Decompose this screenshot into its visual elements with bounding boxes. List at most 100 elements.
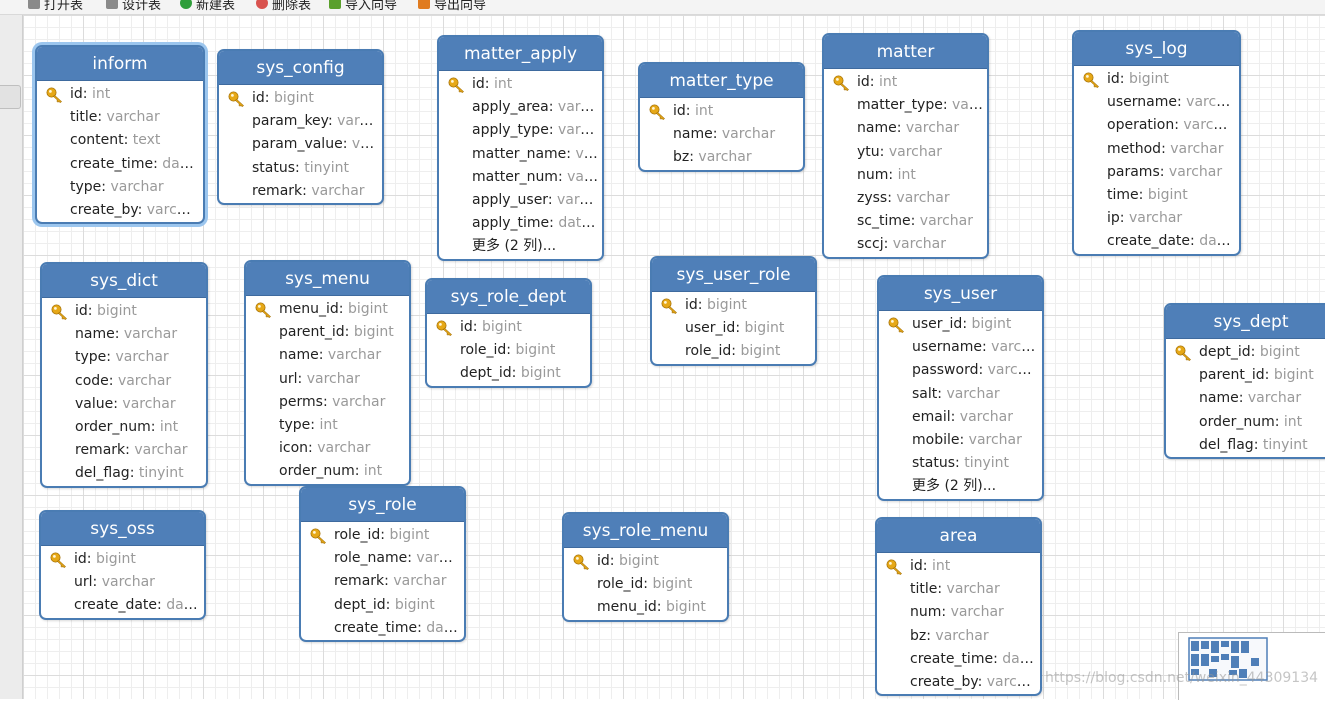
column-row[interactable]: create_time: date... <box>877 648 1040 671</box>
column-row[interactable]: user_id: bigint <box>879 313 1042 336</box>
column-row[interactable]: id: bigint <box>427 316 590 339</box>
column-row[interactable]: create_time: date... <box>37 153 203 176</box>
column-row[interactable]: remark: varchar <box>219 180 382 203</box>
table-title[interactable]: sys_user_role <box>652 258 815 292</box>
toolbar-item-1[interactable]: 设计表 <box>106 0 161 13</box>
column-row[interactable]: apply_time: date... <box>439 212 602 235</box>
column-row[interactable]: salt: varchar <box>879 383 1042 406</box>
column-row[interactable]: zyss: varchar <box>824 187 987 210</box>
column-row[interactable]: name: varchar <box>42 323 206 346</box>
column-row[interactable]: id: bigint <box>41 548 204 571</box>
table-title[interactable]: matter <box>824 35 987 69</box>
column-row[interactable]: sccj: varchar <box>824 233 987 256</box>
column-row[interactable]: apply_user: varch... <box>439 189 602 212</box>
column-row[interactable]: create_date: dat... <box>41 594 204 617</box>
table-title[interactable]: inform <box>37 47 203 81</box>
column-row[interactable]: matter_num: varc... <box>439 166 602 189</box>
column-row[interactable]: title: varchar <box>37 106 203 129</box>
column-row[interactable]: type: varchar <box>37 176 203 199</box>
column-row[interactable]: dept_id: bigint <box>1166 341 1325 364</box>
column-row[interactable]: id: bigint <box>564 550 727 573</box>
table-title[interactable]: sys_menu <box>246 262 409 296</box>
column-row[interactable]: user_id: bigint <box>652 317 815 340</box>
column-row[interactable]: mobile: varchar <box>879 429 1042 452</box>
column-row[interactable]: role_id: bigint <box>564 573 727 596</box>
column-row[interactable]: create_time: date... <box>301 617 464 640</box>
column-row[interactable]: parent_id: bigint <box>1166 364 1325 387</box>
column-row[interactable]: id: int <box>37 83 203 106</box>
table-title[interactable]: area <box>877 519 1040 553</box>
column-row[interactable]: bz: varchar <box>877 625 1040 648</box>
column-row[interactable]: code: varchar <box>42 370 206 393</box>
toolbar-item-3[interactable]: 删除表 <box>256 0 311 13</box>
column-row[interactable]: time: bigint <box>1074 184 1239 207</box>
column-row[interactable]: role_id: bigint <box>652 340 815 363</box>
column-row[interactable]: url: varchar <box>246 368 409 391</box>
column-row[interactable]: id: int <box>824 71 987 94</box>
toolbar-item-2[interactable]: 新建表 <box>180 0 235 13</box>
column-row[interactable]: matter_name: var... <box>439 143 602 166</box>
toolbar-item-0[interactable]: 打开表 <box>28 0 83 13</box>
column-row[interactable]: role_name: varchar <box>301 547 464 570</box>
column-row[interactable]: id: bigint <box>42 300 206 323</box>
column-row[interactable]: dept_id: bigint <box>301 594 464 617</box>
minimap[interactable] <box>1178 632 1325 700</box>
column-row[interactable]: status: tinyint <box>219 157 382 180</box>
table-title[interactable]: sys_oss <box>41 512 204 546</box>
column-row[interactable]: order_num: int <box>42 416 206 439</box>
column-row[interactable]: status: tinyint <box>879 452 1042 475</box>
toolbar-item-5[interactable]: 导出向导 <box>418 0 486 13</box>
column-row[interactable]: menu_id: bigint <box>564 596 727 619</box>
column-row[interactable]: username: varchar <box>1074 91 1239 114</box>
column-row[interactable]: apply_type: varc... <box>439 119 602 142</box>
column-row[interactable]: ytu: varchar <box>824 141 987 164</box>
more-columns-row[interactable]: 更多 (2 列)... <box>879 475 1042 498</box>
column-row[interactable]: create_date: dat... <box>1074 230 1239 253</box>
column-row[interactable]: type: varchar <box>42 346 206 369</box>
table-title[interactable]: sys_role_menu <box>564 514 727 548</box>
column-row[interactable]: create_by: varchar <box>877 671 1040 694</box>
table-title[interactable]: sys_dict <box>42 264 206 298</box>
column-row[interactable]: email: varchar <box>879 406 1042 429</box>
column-row[interactable]: value: varchar <box>42 393 206 416</box>
column-row[interactable]: parent_id: bigint <box>246 321 409 344</box>
table-title[interactable]: sys_dept <box>1166 305 1325 339</box>
table-title[interactable]: sys_role <box>301 488 464 522</box>
column-row[interactable]: ip: varchar <box>1074 207 1239 230</box>
column-row[interactable]: name: varchar <box>640 123 803 146</box>
column-row[interactable]: id: bigint <box>1074 68 1239 91</box>
column-row[interactable]: dept_id: bigint <box>427 362 590 385</box>
column-row[interactable]: del_flag: tinyint <box>42 462 206 485</box>
column-row[interactable]: param_value: var... <box>219 133 382 156</box>
column-row[interactable]: id: bigint <box>219 87 382 110</box>
column-row[interactable]: bz: varchar <box>640 146 803 169</box>
minimap-preview[interactable] <box>1179 633 1325 700</box>
column-row[interactable]: remark: varchar <box>42 439 206 462</box>
column-row[interactable]: id: bigint <box>652 294 815 317</box>
column-row[interactable]: params: varchar <box>1074 161 1239 184</box>
column-row[interactable]: matter_type: varc... <box>824 94 987 117</box>
column-row[interactable]: id: int <box>640 100 803 123</box>
column-row[interactable]: create_by: varchar <box>37 199 203 222</box>
column-row[interactable]: num: varchar <box>877 601 1040 624</box>
column-row[interactable]: title: varchar <box>877 578 1040 601</box>
column-row[interactable]: url: varchar <box>41 571 204 594</box>
column-row[interactable]: id: int <box>439 73 602 96</box>
table-title[interactable]: sys_user <box>879 277 1042 311</box>
column-row[interactable]: id: int <box>877 555 1040 578</box>
table-title[interactable]: sys_role_dept <box>427 280 590 314</box>
column-row[interactable]: order_num: int <box>246 460 409 483</box>
column-row[interactable]: content: text <box>37 129 203 152</box>
column-row[interactable]: name: varchar <box>824 117 987 140</box>
table-title[interactable]: sys_log <box>1074 32 1239 66</box>
